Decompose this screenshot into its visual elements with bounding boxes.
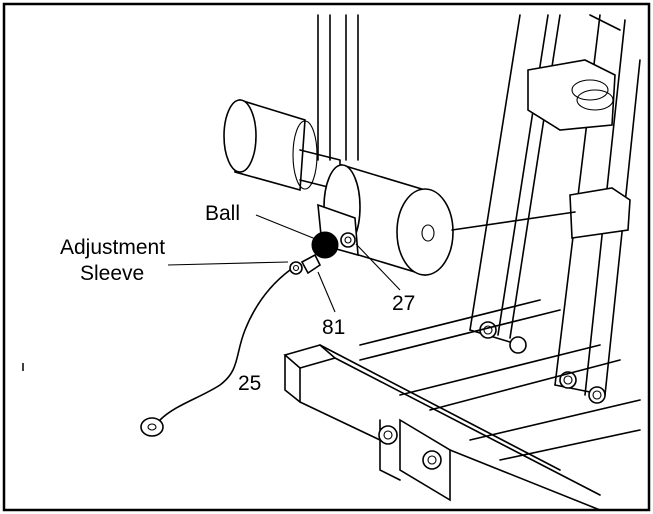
label-part-81: 81 bbox=[322, 316, 345, 339]
front-roller-pad bbox=[323, 163, 576, 277]
base-frame bbox=[283, 299, 641, 511]
upright-frame bbox=[317, 14, 359, 161]
label-ball: Ball bbox=[205, 202, 240, 225]
cable-25 bbox=[159, 269, 291, 421]
ball-icon bbox=[311, 231, 339, 259]
label-part-25: 25 bbox=[238, 372, 261, 395]
right-frame bbox=[469, 14, 641, 404]
adjustment-sleeve-part bbox=[289, 253, 322, 275]
leader-lines bbox=[167, 214, 401, 313]
tether-ring bbox=[140, 417, 164, 437]
label-adjustment: Adjustment bbox=[60, 236, 165, 259]
label-sleeve: Sleeve bbox=[80, 262, 144, 285]
label-part-27: 27 bbox=[392, 292, 415, 315]
rear-roller-pad bbox=[223, 98, 341, 192]
